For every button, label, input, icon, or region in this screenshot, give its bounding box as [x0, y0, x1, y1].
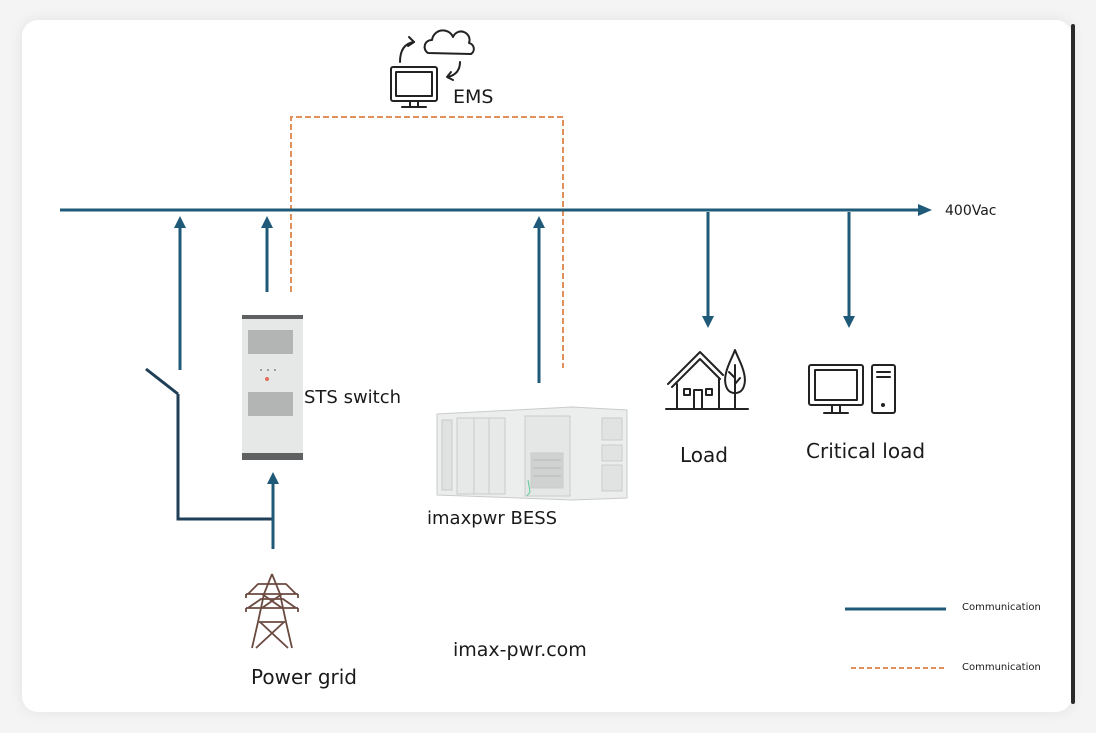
power-grid-label: Power grid: [251, 665, 357, 689]
desktop-computer-icon: [808, 364, 896, 414]
legend-solid-label: Communication: [962, 602, 1041, 613]
breaker-switch-blade: [145, 367, 179, 396]
computer-cloud-sync-icon: [390, 29, 475, 108]
ems-label: EMS: [453, 86, 494, 108]
load-label: Load: [680, 443, 728, 467]
legend-dashed-label: Communication: [962, 662, 1041, 673]
bus-arrowhead: [918, 204, 932, 216]
window-edge: [1071, 24, 1075, 704]
battery-container-icon: [436, 406, 628, 501]
critical-load-label: Critical load: [806, 439, 926, 463]
bypass-feeder-lower: [176, 394, 273, 521]
website-watermark: imax-pwr.com: [453, 639, 587, 661]
diagram-card: [22, 20, 1072, 712]
transmission-tower-icon: [245, 573, 299, 649]
ems-comm-line: [290, 116, 564, 368]
bess-label: imaxpwr BESS: [427, 508, 558, 529]
sts-cabinet-icon: [242, 315, 303, 460]
house-tree-icon: [665, 349, 749, 410]
sts-switch-label: STS switch: [304, 387, 402, 408]
bus-voltage-label: 400Vac: [945, 203, 997, 219]
